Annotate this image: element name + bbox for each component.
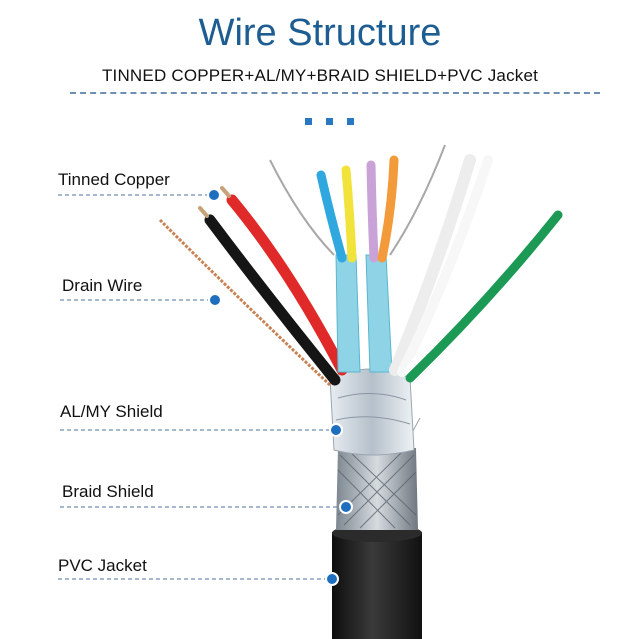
signal-conductors: [395, 160, 558, 378]
pvc-jacket: [332, 524, 422, 639]
power-conductors: [200, 188, 342, 380]
dot-pvc-jacket: [326, 573, 338, 585]
pair-drain-wires: [270, 145, 445, 255]
twisted-pair-right: [366, 160, 394, 372]
dot-tinned-copper: [208, 189, 220, 201]
al-my-foil: [330, 369, 414, 455]
leader-lines: [58, 195, 346, 579]
dot-drain-wire: [209, 294, 221, 306]
dot-braid-shield: [340, 501, 352, 513]
dot-al-my-shield: [330, 424, 342, 436]
